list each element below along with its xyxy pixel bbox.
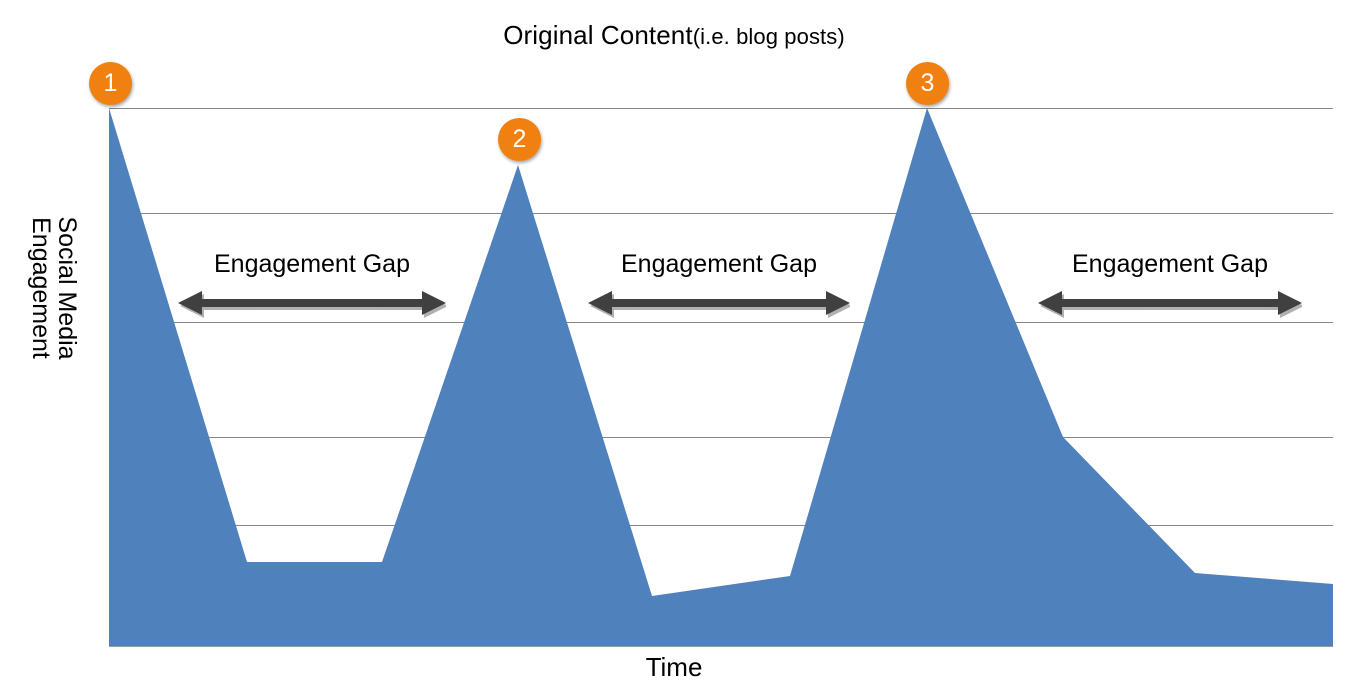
engagement-gap-double-arrow-icon — [1038, 288, 1302, 322]
engagement-gap-label: Engagement Gap — [621, 250, 817, 278]
peak-badge-2-label: 2 — [512, 125, 527, 153]
y-axis-title: Social Media Engagement — [11, 148, 97, 428]
gridlines — [109, 108, 1333, 526]
engagement-gap-annotation-3: Engagement Gap — [1038, 250, 1302, 340]
y-axis-title-line1: Social Media — [53, 216, 82, 360]
engagement-gap-label: Engagement Gap — [1072, 250, 1268, 278]
engagement-gap-label: Engagement Gap — [214, 250, 410, 278]
peak-badge-1-label: 1 — [103, 69, 118, 97]
engagement-gap-double-arrow-icon — [178, 288, 446, 322]
x-axis-title: Time — [645, 652, 703, 682]
peak-badge-2: 2 — [498, 118, 541, 161]
y-axis-title-line2: Engagement — [27, 217, 55, 359]
engagement-gap-annotation-2: Engagement Gap — [588, 250, 850, 340]
chart-title-sub: (i.e. blog posts) — [692, 24, 845, 49]
peak-badge-3: 3 — [906, 62, 949, 105]
chart-title-main: Original Content — [503, 20, 693, 50]
engagement-gap-double-arrow-icon — [588, 288, 850, 322]
peak-badge-1: 1 — [89, 62, 132, 105]
engagement-gap-annotation-1: Engagement Gap — [178, 250, 446, 340]
peak-badge-3-label: 3 — [920, 69, 935, 97]
chart-title: Original Content(i.e. blog posts) — [0, 22, 1348, 48]
area-series-social-media-engagement — [109, 108, 1333, 646]
